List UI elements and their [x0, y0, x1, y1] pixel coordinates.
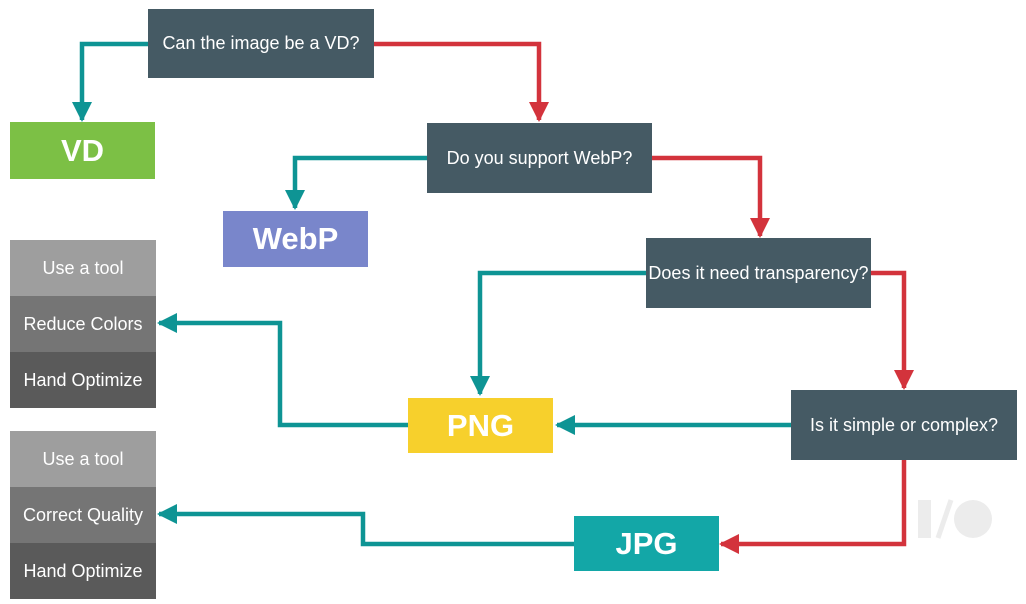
arrow-jpg-steps [156, 503, 574, 547]
arrow-vd-no [374, 41, 550, 123]
question-vd: Can the image be a VD? [148, 9, 374, 78]
png-step-use-tool: Use a tool [10, 240, 156, 296]
arrow-transparency-yes [469, 270, 646, 397]
jpg-step-hand-optimize: Hand Optimize [10, 543, 156, 599]
result-jpg: JPG [574, 516, 719, 571]
arrow-png-steps [156, 312, 408, 428]
jpg-steps: Use a tool Correct Quality Hand Optimize [10, 431, 156, 599]
arrow-complex-jpg [718, 460, 907, 555]
arrow-webp-no [652, 155, 771, 239]
question-complexity: Is it simple or complex? [791, 390, 1017, 460]
result-webp: WebP [223, 211, 368, 267]
jpg-step-use-tool: Use a tool [10, 431, 156, 487]
result-vd: VD [10, 122, 155, 179]
arrow-transparency-no [871, 270, 915, 391]
google-io-logo-icon [918, 499, 992, 539]
question-transparency: Does it need transparency? [646, 238, 871, 308]
jpg-step-correct-quality: Correct Quality [10, 487, 156, 543]
png-steps: Use a tool Reduce Colors Hand Optimize [10, 240, 156, 408]
arrow-vd-yes [71, 41, 150, 123]
png-step-reduce-colors: Reduce Colors [10, 296, 156, 352]
png-step-hand-optimize: Hand Optimize [10, 352, 156, 408]
arrow-webp-yes [284, 155, 427, 211]
result-png: PNG [408, 398, 553, 453]
question-webp-support: Do you support WebP? [427, 123, 652, 193]
